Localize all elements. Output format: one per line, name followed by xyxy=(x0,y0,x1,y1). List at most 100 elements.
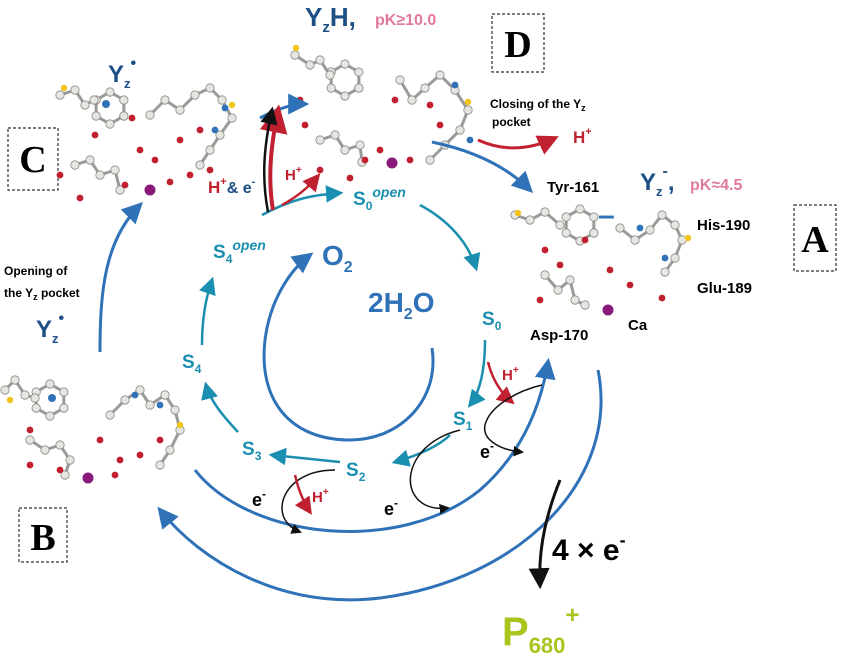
histidine-chain xyxy=(395,70,473,165)
calcium-ion xyxy=(386,157,398,169)
panel-b-label: B xyxy=(18,507,68,563)
sulfur-atom xyxy=(228,101,236,109)
water-oxygen xyxy=(626,281,634,289)
water-oxygen xyxy=(186,171,194,179)
tyr-161-label: Tyr-161 xyxy=(547,179,599,196)
water-oxygen xyxy=(166,178,174,186)
water-oxygen xyxy=(56,466,64,474)
svg-text:the Yz pocket: the Yz pocket xyxy=(4,286,80,302)
nitrogen-atom xyxy=(661,254,669,262)
oxygen-release-arc xyxy=(262,252,435,442)
svg-text:Closing of the Yz: Closing of the Yz xyxy=(490,97,586,113)
tyrosine-ring xyxy=(91,87,129,129)
water-oxygen xyxy=(581,236,589,244)
opening-arrow xyxy=(98,202,143,353)
s2-electron-label: e- xyxy=(384,496,398,519)
water-oxygen xyxy=(26,461,34,469)
his-190-label: His-190 xyxy=(697,217,750,234)
four-electrons-label: 4 × e- xyxy=(552,530,626,567)
nitrogen-atom xyxy=(636,224,644,232)
water-oxygen xyxy=(606,266,614,274)
tyrosine-chain xyxy=(510,207,565,230)
calcium-label: Ca xyxy=(628,317,648,334)
panel-b-yz-label: Yz• xyxy=(36,310,65,346)
tyrosine-ring xyxy=(561,204,599,246)
water-oxygen xyxy=(391,96,399,104)
water-oxygen xyxy=(196,126,204,134)
s4open-to-s0open-arrow xyxy=(261,185,344,217)
nitrogen-atom xyxy=(156,401,164,409)
closing-proton-arrow xyxy=(477,135,559,155)
s0-to-s1-arrow xyxy=(467,339,487,408)
water-oxygen xyxy=(128,114,136,122)
sulfur-atom xyxy=(176,421,184,429)
closing-arrow xyxy=(431,140,533,193)
sulfur-atom xyxy=(464,98,472,106)
water-oxygen xyxy=(316,166,324,174)
s1-electron-label: e- xyxy=(480,439,494,462)
water-oxygen xyxy=(301,121,309,129)
panel-a-yz-label: Yz-, xyxy=(640,163,675,199)
s2-electron-arrow xyxy=(409,429,461,515)
water-oxygen xyxy=(136,146,144,154)
closing-caption: Closing of the Yz pocket xyxy=(490,97,586,129)
pk-high-label: pK≥10.0 xyxy=(375,12,436,29)
water-oxygen xyxy=(658,294,666,302)
s3-to-s4-arrow xyxy=(201,381,239,433)
panel-a-label: A xyxy=(793,204,837,272)
water-oxygen xyxy=(96,436,104,444)
water-oxygen xyxy=(361,156,369,164)
water-oxygen xyxy=(116,456,124,464)
small-proton-label: H+ xyxy=(285,165,302,184)
water-oxygen xyxy=(91,131,99,139)
panel-c-yz-label: Yz• xyxy=(108,55,137,91)
oxygen-label: O2 xyxy=(322,240,353,276)
s0-open-label: S0open xyxy=(353,184,406,213)
panel-d-label: D xyxy=(491,13,545,73)
s1-to-s2-arrow xyxy=(391,434,451,467)
water-oxygen xyxy=(376,146,384,154)
water-oxygen xyxy=(556,261,564,269)
nitrogen-atom xyxy=(221,104,229,112)
h-and-e-label: H+& e- xyxy=(208,176,256,197)
water-oxygen xyxy=(296,96,304,104)
s4-to-s4open-arrow xyxy=(199,276,216,346)
water-oxygen xyxy=(111,471,119,479)
p680-label: P680+ xyxy=(502,602,579,657)
tyrosine-chain xyxy=(55,85,99,110)
water-oxygen xyxy=(136,451,144,459)
water-oxygen xyxy=(121,181,129,189)
water-oxygen xyxy=(76,194,84,202)
tyrosine-chain xyxy=(290,50,335,80)
s0-proton-label: H+ xyxy=(502,365,519,384)
nitrogen-atom xyxy=(211,126,219,134)
s4-open-label: S4open xyxy=(213,237,266,266)
calcium-ion xyxy=(144,184,156,196)
s2-to-s3-arrow xyxy=(268,447,341,466)
s1-label: S1 xyxy=(453,409,473,433)
s2-proton-label: H+ xyxy=(312,487,329,506)
s3-electron-label: e- xyxy=(252,487,266,510)
pk-low-label: pK≈4.5 xyxy=(690,177,742,194)
sulfur-atom xyxy=(60,84,68,92)
nitrogen-atom xyxy=(131,391,139,399)
h-e-transfer-arrow-black xyxy=(260,106,278,213)
water-oxygen xyxy=(436,121,444,129)
nitrogen-atom xyxy=(466,136,474,144)
opening-caption: Opening of the Yz pocket xyxy=(4,264,80,302)
water-label: 2H2O xyxy=(368,287,434,323)
radical-dot-icon xyxy=(102,100,110,108)
sulfur-atom xyxy=(514,209,522,217)
water-oxygen xyxy=(56,171,64,179)
s2-proton-arrow xyxy=(293,474,312,515)
sulfur-atom xyxy=(6,396,14,404)
calcium-ion xyxy=(602,304,614,316)
glu-189-label: Glu-189 xyxy=(697,280,752,297)
water-oxygen xyxy=(541,246,549,254)
svg-text:D: D xyxy=(504,24,531,66)
molecular-structures xyxy=(0,44,692,484)
water-oxygen xyxy=(406,156,414,164)
water-oxygen xyxy=(151,156,159,164)
electron-flow-arrow xyxy=(528,479,562,590)
